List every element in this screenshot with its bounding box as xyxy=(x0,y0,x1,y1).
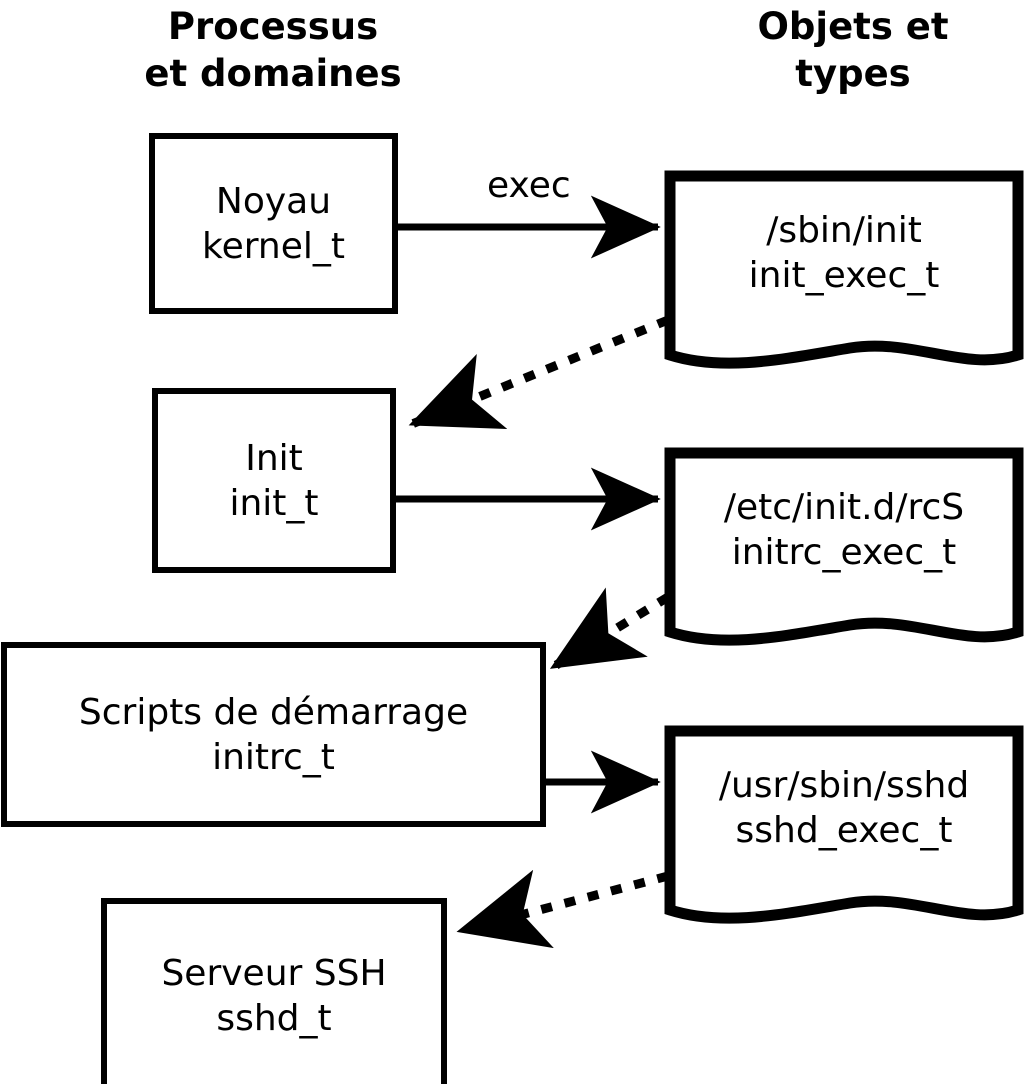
process-node-kernel[interactable]: Noyau kernel_t xyxy=(149,133,398,314)
object-node-initrc-exec-path: /etc/init.d/rcS xyxy=(723,487,965,528)
object-node-init-exec-path: /sbin/init xyxy=(766,210,922,251)
process-node-init-name: Init xyxy=(245,437,303,479)
document-shape-icon xyxy=(664,725,1024,924)
process-node-init[interactable]: Init init_t xyxy=(152,388,396,573)
edge-init-exec-transition-init xyxy=(408,315,670,430)
object-node-initrc-exec-type: initrc_exec_t xyxy=(731,532,957,573)
process-node-kernel-type: kernel_t xyxy=(202,225,345,267)
edge-sshd-exec-transition-sshd xyxy=(456,869,670,949)
object-node-sshd-exec-path: /usr/sbin/sshd xyxy=(718,765,970,806)
process-node-sshd[interactable]: Serveur SSH sshd_t xyxy=(101,898,447,1084)
object-node-init-exec[interactable]: /sbin/init init_exec_t xyxy=(664,170,1024,385)
edge-label-exec: exec xyxy=(487,165,571,206)
column-header-objects: Objets et types xyxy=(757,5,949,95)
object-node-initrc-exec[interactable]: /etc/init.d/rcS initrc_exec_t xyxy=(664,447,1024,662)
document-shape-icon xyxy=(664,447,1024,646)
process-node-init-type: init_t xyxy=(229,482,319,524)
object-node-init-exec-type: init_exec_t xyxy=(748,255,940,296)
process-node-sshd-name: Serveur SSH xyxy=(161,952,387,994)
process-node-sshd-type: sshd_t xyxy=(216,997,332,1039)
object-node-sshd-exec[interactable]: /usr/sbin/sshd sshd_exec_t xyxy=(664,725,1024,940)
process-node-kernel-name: Noyau xyxy=(215,180,332,222)
process-node-initrc[interactable]: Scripts de démarrage initrc_t xyxy=(1,642,546,827)
process-node-initrc-type: initrc_t xyxy=(212,736,335,778)
document-shape-icon xyxy=(664,170,1024,369)
process-node-initrc-name: Scripts de démarrage xyxy=(78,691,469,733)
edge-initrc-exec-transition-initrc xyxy=(549,587,671,671)
object-node-sshd-exec-type: sshd_exec_t xyxy=(735,810,953,851)
column-header-processes: Processus et domaines xyxy=(144,5,402,95)
